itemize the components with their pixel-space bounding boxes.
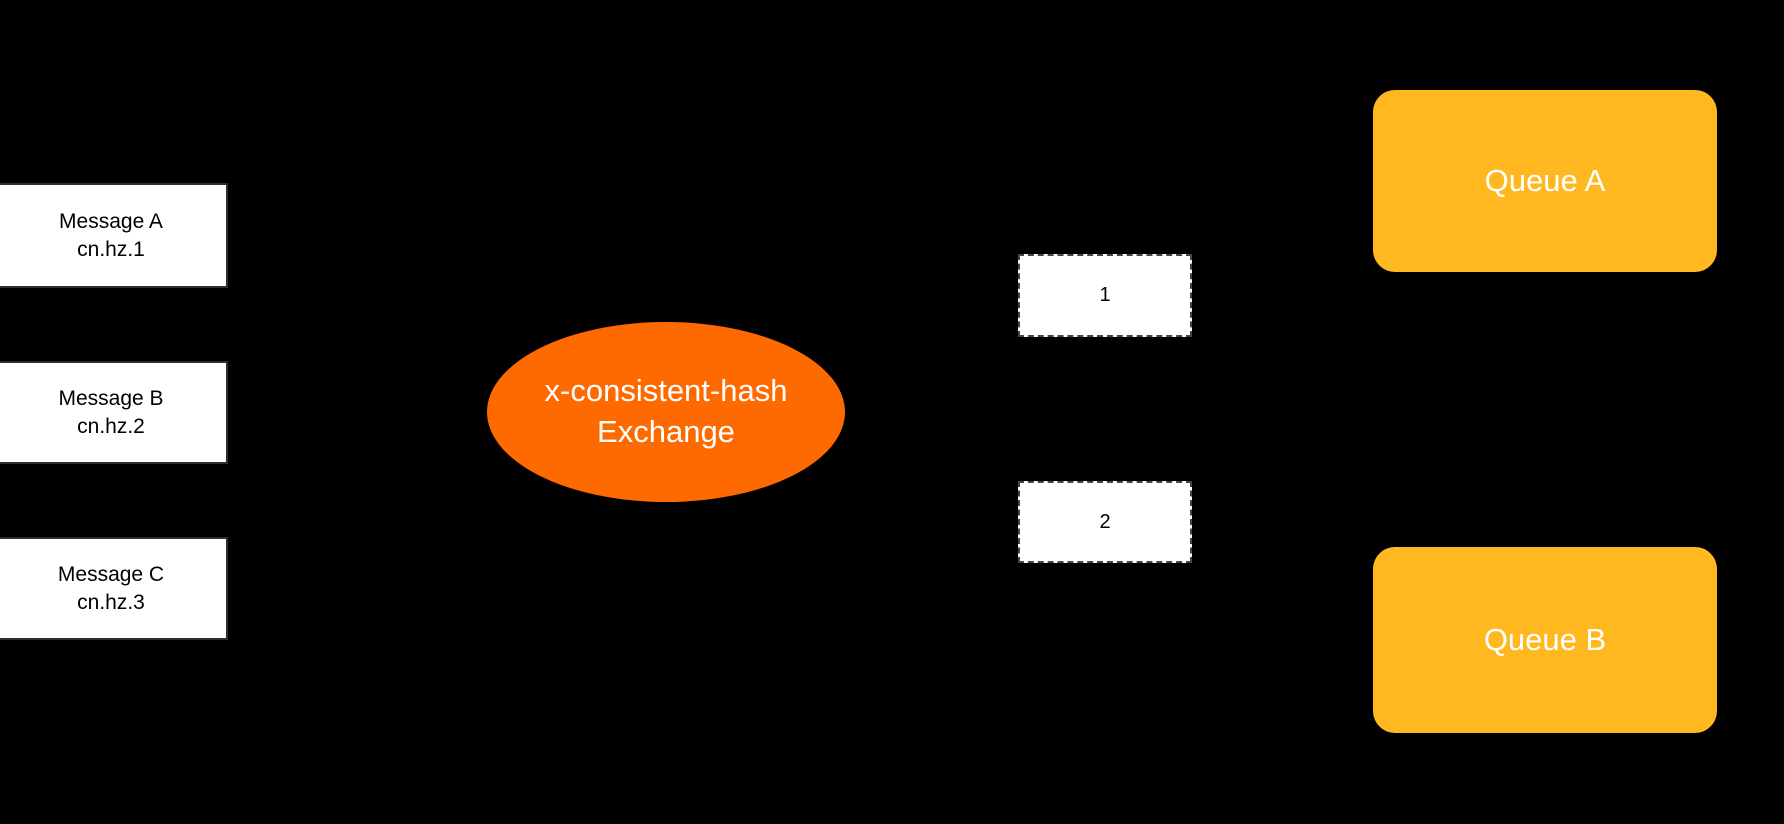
binding-weight-2: 2 xyxy=(1099,510,1111,533)
message-b-name: Message B xyxy=(58,387,164,411)
binding-weight-box-2[interactable]: 2 xyxy=(1018,481,1192,563)
queue-node-a[interactable]: Queue A xyxy=(1373,90,1717,272)
message-a-name: Message A xyxy=(59,210,163,234)
queue-b-label: Queue B xyxy=(1483,622,1607,657)
message-a-routing-key: cn.hz.1 xyxy=(77,237,145,261)
exchange-label-line1: x-consistent-hash xyxy=(544,373,788,409)
queue-node-b[interactable]: Queue B xyxy=(1373,547,1717,733)
exchange-label-line2: Exchange xyxy=(597,414,735,449)
binding-weight-1: 1 xyxy=(1099,284,1111,306)
binding-weight-box-1[interactable]: 1 xyxy=(1018,254,1192,337)
message-box-c[interactable]: Message C cn.hz.3 xyxy=(0,537,228,640)
message-box-b[interactable]: Message B cn.hz.2 xyxy=(0,361,228,464)
queue-a-label: Queue A xyxy=(1484,163,1606,198)
message-b-routing-key: cn.hz.2 xyxy=(77,414,145,438)
exchange-node[interactable]: x-consistent-hash Exchange xyxy=(487,322,845,502)
message-c-routing-key: cn.hz.3 xyxy=(77,590,145,614)
message-c-name: Message C xyxy=(57,563,165,587)
message-box-a[interactable]: Message A cn.hz.1 xyxy=(0,183,228,288)
